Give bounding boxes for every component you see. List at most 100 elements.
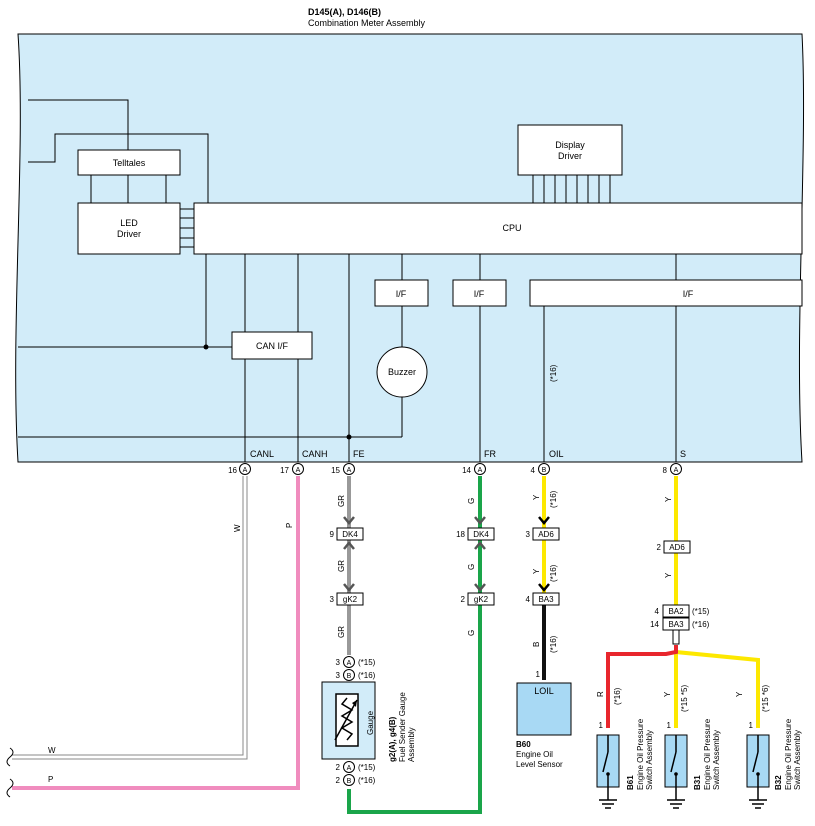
wire-note: (*15 *6) <box>761 685 770 712</box>
svg-text:2: 2 <box>336 763 341 772</box>
wire-label-fr: G <box>467 564 476 570</box>
pin-label-canh: CANH <box>302 449 328 459</box>
connector-dk4-fe: 9 DK4 <box>330 527 364 541</box>
gauge-name-1: Fuel Sender Gauge <box>398 692 407 762</box>
svg-text:3: 3 <box>336 658 341 667</box>
buzzer-label: Buzzer <box>388 367 416 377</box>
wire-label-oil-y: Y <box>532 494 541 500</box>
svg-text:A: A <box>347 467 352 474</box>
wire-label-s-y: Y <box>735 691 744 697</box>
oil-sensor-name-2: Level Sensor <box>516 760 563 769</box>
switch-code: B61 <box>626 775 635 790</box>
wire-label-fe: GR <box>337 626 346 638</box>
gauge-pin-top-a: 3 A (*15) <box>336 656 376 668</box>
pin-label-fr: FR <box>484 449 496 459</box>
svg-text:(*15): (*15) <box>358 658 376 667</box>
gauge-name-2: Assembly <box>407 727 416 762</box>
gauge-variable-arrow <box>334 699 358 741</box>
connector-ad6-s: 2 AD6 <box>657 540 691 554</box>
connector-gk2-fe: 3 gK2 <box>330 592 364 606</box>
buzzer-symbol <box>376 346 428 398</box>
wire-note: (*15 *5) <box>680 685 689 712</box>
svg-text:3: 3 <box>330 595 335 604</box>
gauge-pin-bot-a: 2 A (*15) <box>336 761 376 773</box>
wire-label-oil-y: Y <box>532 568 541 574</box>
svg-text:18: 18 <box>456 530 465 539</box>
wire-label-s-y: Y <box>663 691 672 697</box>
wire-label-s-y: Y <box>664 572 673 578</box>
wire-label-s-y: Y <box>664 496 673 502</box>
junction-dot <box>346 434 352 440</box>
switch-name-1: Engine Oil Pressure <box>636 718 645 790</box>
wire-label-fe: GR <box>337 560 346 572</box>
svg-text:3: 3 <box>336 671 341 680</box>
meter-name: Combination Meter Assembly <box>308 18 426 28</box>
svg-text:BA3: BA3 <box>668 620 684 629</box>
oil-pressure-switch-b61: 1 B61 Engine Oil Pressure Switch Assembl… <box>596 718 654 809</box>
svg-text:BA2: BA2 <box>668 607 684 616</box>
left-wire-label-p: P <box>48 775 53 784</box>
meter-code: D145(A), D146(B) <box>308 7 381 17</box>
svg-text:(*16): (*16) <box>358 671 376 680</box>
connector-dk4-fr: 18 DK4 <box>456 527 495 541</box>
meter-pin-fr: 14 A <box>462 463 486 475</box>
if-label: I/F <box>396 289 407 299</box>
display-driver-label-1: Display <box>555 140 585 150</box>
connector-gk2-fr: 2 gK2 <box>461 592 495 606</box>
svg-text:2: 2 <box>657 543 662 552</box>
switch-code: B31 <box>693 775 702 790</box>
connector-ad6-oil: 3 AD6 <box>526 527 560 541</box>
svg-text:2: 2 <box>461 595 466 604</box>
telltales-label: Telltales <box>113 158 146 168</box>
wire-label-r: R <box>596 691 605 697</box>
wire-note: (*16) <box>613 687 622 705</box>
if-label: I/F <box>683 289 694 299</box>
svg-text:gK2: gK2 <box>343 595 358 604</box>
svg-text:1: 1 <box>749 721 754 730</box>
svg-text:14: 14 <box>462 466 471 475</box>
oil-sensor-name-1: Engine Oil <box>516 750 553 759</box>
svg-text:17: 17 <box>280 466 289 475</box>
wire-note: (*16) <box>549 635 558 653</box>
svg-text:(*15): (*15) <box>358 763 376 772</box>
svg-text:A: A <box>674 467 679 474</box>
oil-sensor-box <box>516 682 572 736</box>
display-driver-label-2: Driver <box>558 151 582 161</box>
led-driver-label-2: Driver <box>117 229 141 239</box>
wire-break-symbol <box>6 778 14 798</box>
svg-text:DK4: DK4 <box>342 530 358 539</box>
connector-ba2-s: 4 BA2 (*15) <box>655 604 710 618</box>
svg-text:15: 15 <box>331 466 340 475</box>
if-box-buzzer <box>374 279 429 307</box>
pin-label-canl: CANL <box>250 449 274 459</box>
connector-chevron <box>538 516 550 592</box>
wire-label-oil-b: B <box>532 642 541 647</box>
wire-label-fr: G <box>467 498 476 504</box>
connector-ba3-s: 14 BA3 (*16) <box>650 617 710 631</box>
svg-text:BA3: BA3 <box>538 595 554 604</box>
wire-note: (*16) <box>549 564 558 582</box>
internal-wiring <box>18 99 677 462</box>
svg-text:4: 4 <box>526 595 531 604</box>
svg-text:B: B <box>542 467 547 474</box>
pin-label-oil: OIL <box>549 449 564 459</box>
gauge-arrow-head <box>352 700 357 707</box>
telltales-box <box>77 149 181 176</box>
svg-text:2: 2 <box>336 776 341 785</box>
svg-text:4: 4 <box>531 466 536 475</box>
svg-text:(*15): (*15) <box>692 607 710 616</box>
svg-text:B: B <box>347 673 352 680</box>
svg-text:1: 1 <box>667 721 672 730</box>
if-box-fr <box>452 279 507 307</box>
oil-sensor-pin: 1 <box>536 670 541 679</box>
pin-label-s: S <box>680 449 686 459</box>
svg-text:A: A <box>347 765 352 772</box>
cpu-label: CPU <box>502 223 521 233</box>
svg-text:16: 16 <box>228 466 237 475</box>
wire-label-fr: G <box>467 630 476 636</box>
pin-label-fe: FE <box>353 449 365 459</box>
svg-text:B: B <box>347 778 352 785</box>
svg-text:A: A <box>296 467 301 474</box>
can-if-box <box>231 331 313 360</box>
